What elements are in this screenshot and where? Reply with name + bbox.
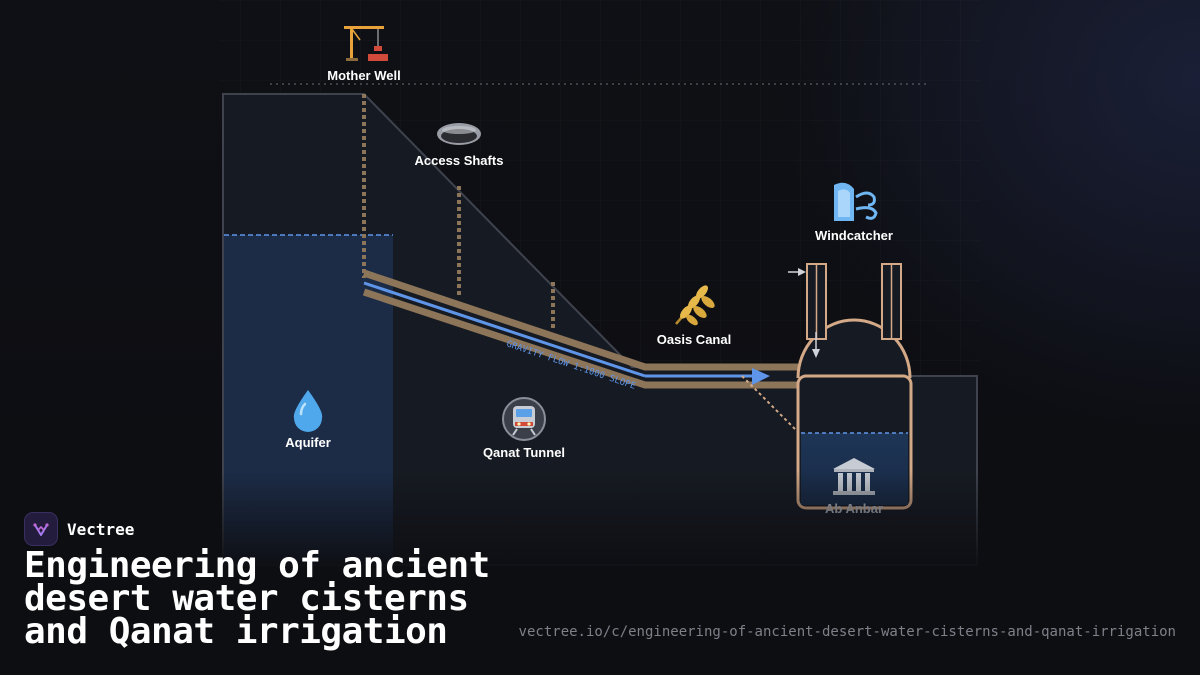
flow-arrow [752,368,770,385]
brand-name: Vectree [67,519,135,539]
windcatcher-label: Windcatcher [815,228,893,243]
qanat-tunnel-label: Qanat Tunnel [483,445,565,460]
wind-in-arrow-head [798,268,806,276]
tunnel-water-flow [363,281,646,378]
wind-down-arrow-head [812,349,820,358]
vectree-logo-icon [24,512,58,546]
mother-well-icon [344,26,388,61]
qanat-tunnel-icon [502,397,546,441]
tunnel-lower-wall [362,288,798,389]
page-title: Engineering of ancient desert water cist… [24,545,490,652]
page-url[interactable]: vectree.io/c/engineering-of-ancient-dese… [518,624,1176,640]
aquifer-icon [293,390,323,432]
windcatcher-icon [834,182,878,221]
tunnel-upper-wall [362,269,798,371]
oasis-canal-icon [675,285,715,326]
aquifer-label: Aquifer [285,435,331,450]
brand[interactable]: Vectree [24,512,134,546]
access-shafts-label: Access Shafts [415,153,504,168]
seepage-line [741,375,801,435]
mother-well-label: Mother Well [327,68,400,83]
ab-anbar-label: Ab Anbar [825,501,883,516]
oasis-canal-label: Oasis Canal [657,332,731,347]
access-shafts-icon [437,123,481,145]
